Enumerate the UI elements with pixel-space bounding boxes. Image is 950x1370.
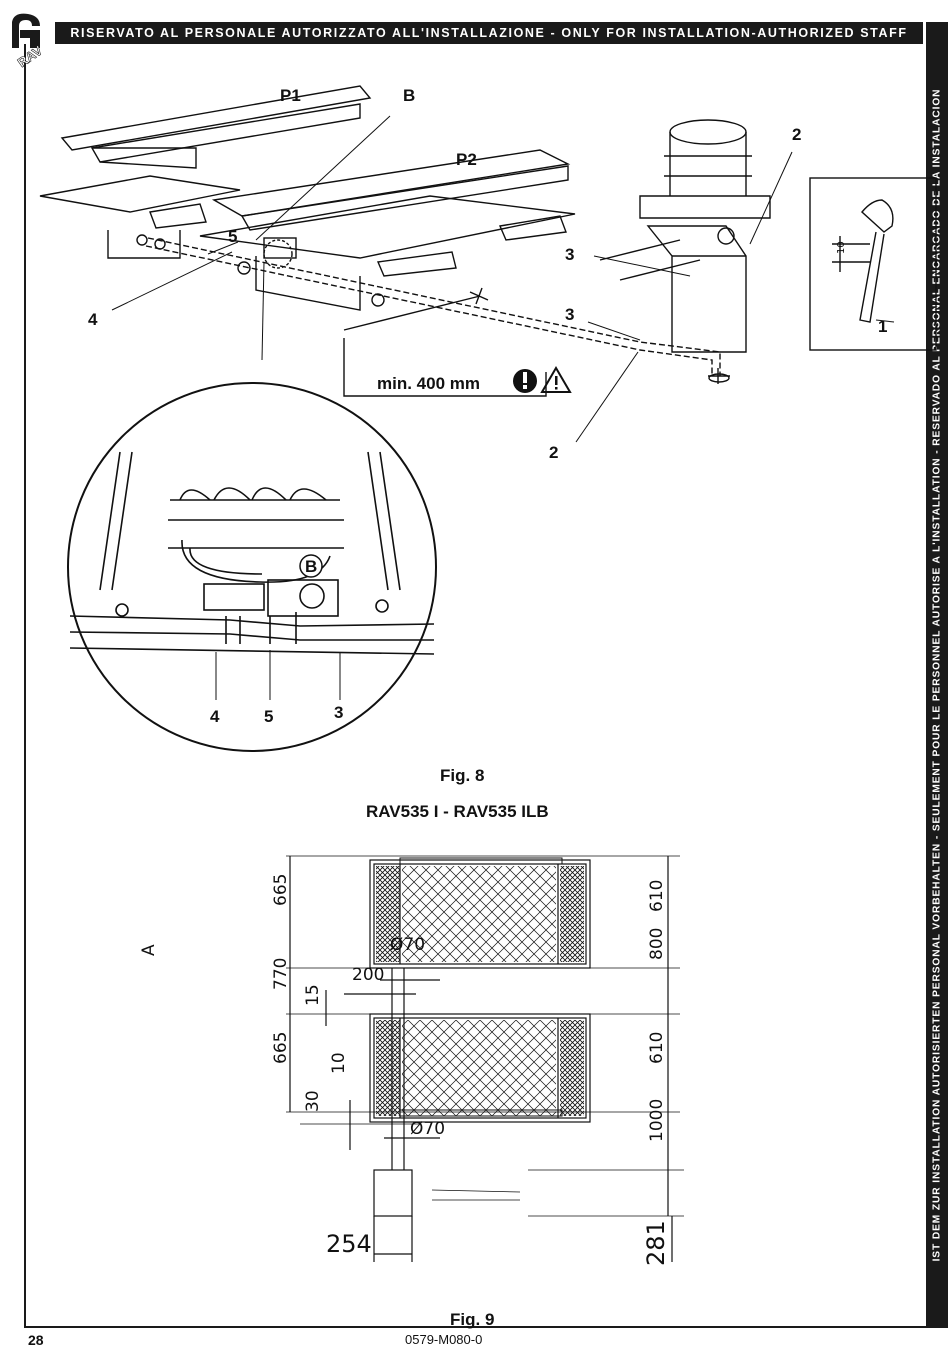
dim-610-top: 610	[647, 880, 667, 912]
callout-3: 3	[565, 245, 574, 264]
page-number: 28	[28, 1332, 44, 1348]
hydraulic-power-unit	[599, 119, 771, 353]
model-title: RAV535 I - RAV535 ILB	[366, 802, 549, 821]
mandatory-icon	[513, 369, 537, 393]
authorized-staff-banner: RISERVATO AL PERSONALE AUTORIZZATO ALL'I…	[55, 22, 923, 44]
detail-callout-3: 3	[334, 703, 343, 722]
fig9-layout	[286, 855, 684, 1262]
brand-logo: RAV	[12, 13, 46, 68]
hose-route	[145, 237, 721, 376]
platform-p2	[199, 149, 576, 311]
callout-3b: 3	[565, 305, 574, 324]
page-frame-left	[24, 44, 26, 1328]
dim-200: 200	[352, 965, 384, 985]
callout-5: 5	[228, 227, 237, 246]
label-a: A	[139, 944, 159, 956]
warning-icon	[540, 366, 572, 393]
callout-2: 2	[792, 125, 801, 144]
platform-p1	[39, 85, 372, 259]
detail-callout-4: 4	[210, 707, 220, 726]
dipstick-inset	[809, 177, 937, 351]
dim-10: 10	[329, 1052, 349, 1074]
side-banner	[926, 22, 948, 1328]
detail-circle	[67, 382, 437, 752]
label-p2: P2	[456, 150, 477, 169]
dim-770: 770	[271, 958, 291, 990]
hatched-area	[402, 866, 556, 962]
detail-callout-5: 5	[264, 707, 273, 726]
callout-1: 1	[878, 317, 887, 336]
dim-665-top: 665	[271, 874, 291, 906]
dim-665-bottom: 665	[271, 1032, 291, 1064]
dim-1000: 1000	[647, 1099, 667, 1142]
label-p1: P1	[280, 86, 301, 105]
banner-text: RISERVATO AL PERSONALE AUTORIZZATO ALL'I…	[70, 26, 908, 40]
detail-view	[69, 451, 435, 700]
page-frame-bottom	[24, 1326, 928, 1328]
dim-800: 800	[647, 928, 667, 960]
dipstick	[832, 199, 894, 323]
callout-2b: 2	[549, 443, 558, 462]
fig9-caption: Fig. 9	[450, 1310, 495, 1329]
document-code: 0579-M080-0	[405, 1332, 483, 1347]
dim-15: 15	[303, 984, 323, 1006]
detail-label-b: B	[305, 557, 317, 576]
dim-254: 254	[326, 1230, 372, 1258]
dim-30: 30	[303, 1090, 323, 1112]
dim-281: 281	[642, 1220, 670, 1266]
label-b: B	[403, 86, 415, 105]
dim-610-bottom: 610	[647, 1032, 667, 1064]
callout-4: 4	[88, 310, 98, 329]
dim-diam70-bottom: Ø70	[410, 1119, 445, 1139]
gauge-dim: 10	[836, 241, 847, 254]
fig8-caption: Fig. 8	[440, 766, 485, 785]
min-distance-label: min. 400 mm	[377, 374, 480, 393]
dim-diam70-top: Ø70	[390, 935, 425, 955]
